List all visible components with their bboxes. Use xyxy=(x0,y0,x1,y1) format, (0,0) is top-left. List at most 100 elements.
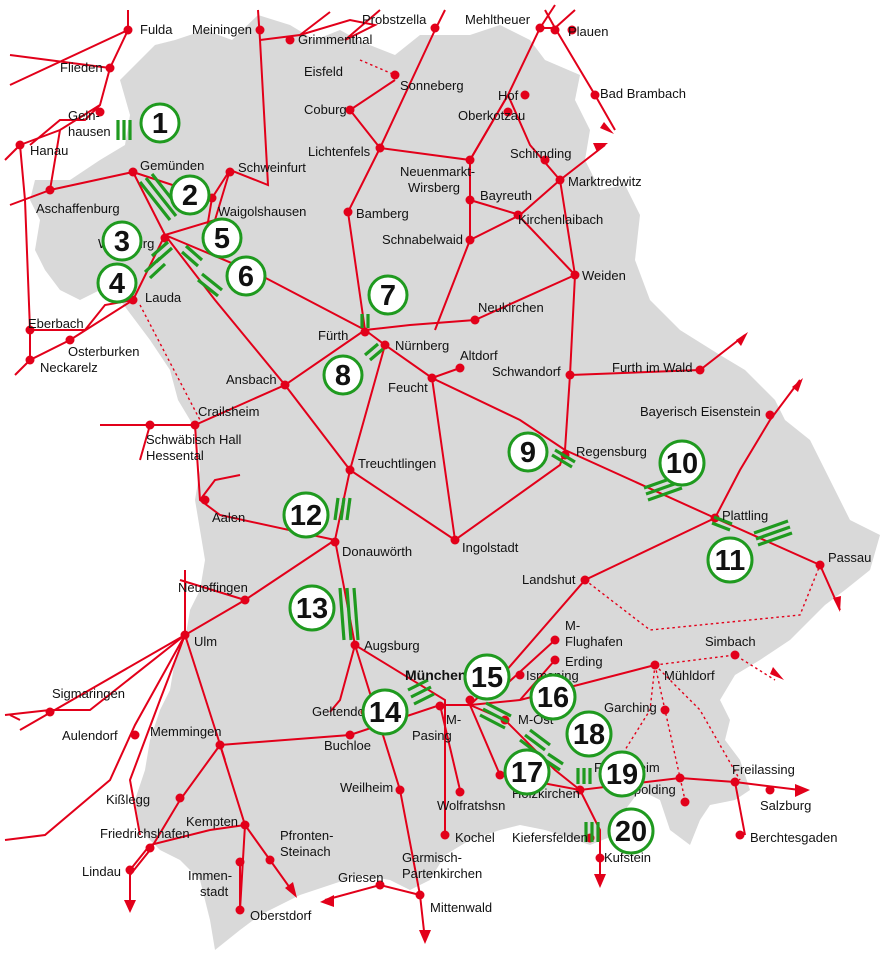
site-marker-1[interactable]: 1 xyxy=(139,102,181,144)
svg-text:4: 4 xyxy=(109,268,125,300)
label-eisfeld: Eisfeld xyxy=(304,64,343,79)
label-kochel: Kochel xyxy=(455,830,495,845)
label-lauda: Lauda xyxy=(145,290,182,305)
label-aalen: Aalen xyxy=(212,510,245,525)
label-pfronten-1: Pfronten- xyxy=(280,828,333,843)
label-immenstadt-1: Immen- xyxy=(188,868,232,883)
svg-text:14: 14 xyxy=(369,697,401,729)
label-memmingen: Memmingen xyxy=(150,724,222,739)
label-m-flughafen-1: M- xyxy=(565,618,580,633)
label-schweinfurt: Schweinfurt xyxy=(238,160,306,175)
site-marker-15[interactable]: 15 xyxy=(463,653,511,701)
site-marker-4[interactable]: 4 xyxy=(96,262,138,304)
label-gelnhausen-1: Geln- xyxy=(68,108,100,123)
site-marker-8[interactable]: 8 xyxy=(322,354,364,396)
label-sigmaringen: Sigmaringen xyxy=(52,686,125,701)
site-marker-17[interactable]: 17 xyxy=(503,748,551,796)
label-kisslegg: Kißlegg xyxy=(106,792,150,807)
label-furth-im-wald: Furth im Wald xyxy=(612,360,692,375)
label-bayerisch-eisenstein: Bayerisch Eisenstein xyxy=(640,404,761,419)
label-lindau: Lindau xyxy=(82,864,121,879)
label-kiefersfelden: Kiefersfelden xyxy=(512,830,588,845)
label-bad-brambach: Bad Brambach xyxy=(600,86,686,101)
label-marktredwitz: Marktredwitz xyxy=(568,174,642,189)
label-waigolshausen: Waigolshausen xyxy=(218,204,306,219)
label-feucht: Feucht xyxy=(388,380,428,395)
svg-text:15: 15 xyxy=(471,662,503,694)
label-kempten: Kempten xyxy=(186,814,238,829)
label-landshut: Landshut xyxy=(522,572,576,587)
svg-text:8: 8 xyxy=(335,360,351,392)
red-arrow-icon xyxy=(320,895,334,907)
label-hessental: Hessental xyxy=(146,448,204,463)
label-garching: Garching xyxy=(604,700,657,715)
label-fulda: Fulda xyxy=(140,22,173,37)
label-meiningen: Meiningen xyxy=(192,22,252,37)
red-arrow-icon xyxy=(285,882,297,898)
label-friedrichshafen: Friedrichshafen xyxy=(100,826,190,841)
svg-text:19: 19 xyxy=(606,759,638,791)
site-marker-5[interactable]: 5 xyxy=(201,217,243,259)
label-buchloe: Buchloe xyxy=(324,738,371,753)
site-marker-9[interactable]: 9 xyxy=(507,431,549,473)
label-grimmenthal: Grimmenthal xyxy=(298,32,373,47)
site-marker-14[interactable]: 14 xyxy=(361,688,409,736)
label-kirchenlaibach: Kirchenlaibach xyxy=(518,212,603,227)
label-immenstadt-2: stadt xyxy=(200,884,229,899)
label-bamberg: Bamberg xyxy=(356,206,409,221)
label-schwandorf: Schwandorf xyxy=(492,364,561,379)
label-erding: Erding xyxy=(565,654,603,669)
site-marker-16[interactable]: 16 xyxy=(529,673,577,721)
label-regensburg: Regensburg xyxy=(576,444,647,459)
site-marker-6[interactable]: 6 xyxy=(225,255,267,297)
svg-text:11: 11 xyxy=(715,545,746,577)
label-wolfratshausen: Wolfratshsn xyxy=(437,798,505,813)
label-lichtenfels: Lichtenfels xyxy=(308,144,371,159)
site-marker-10[interactable]: 10 xyxy=(658,439,706,487)
label-crailsheim: Crailsheim xyxy=(198,404,259,419)
stations xyxy=(15,23,825,915)
label-muehldorf: Mühldorf xyxy=(664,668,715,683)
red-arrow-icon xyxy=(594,874,606,888)
label-muenchen: München xyxy=(405,667,466,683)
red-arrow-icon xyxy=(124,900,136,913)
label-salzburg: Salzburg xyxy=(760,798,811,813)
label-kufstein: Kufstein xyxy=(604,850,651,865)
label-osterburken: Osterburken xyxy=(68,344,140,359)
site-marker-20[interactable]: 20 xyxy=(607,807,655,855)
label-flieden: Flieden xyxy=(60,60,103,75)
label-garmisch-1: Garmisch- xyxy=(402,850,462,865)
label-gelnhausen-2: hausen xyxy=(68,124,111,139)
red-arrow-icon xyxy=(600,122,614,134)
label-weilheim: Weilheim xyxy=(340,780,393,795)
site-marker-13[interactable]: 13 xyxy=(288,584,336,632)
label-plattling: Plattling xyxy=(722,508,768,523)
label-neuenmarkt-2: Wirsberg xyxy=(408,180,460,195)
label-weiden: Weiden xyxy=(582,268,626,283)
label-berchtesgaden: Berchtesgaden xyxy=(750,830,837,845)
svg-text:1: 1 xyxy=(152,108,168,140)
label-neuenmarkt-1: Neuenmarkt- xyxy=(400,164,475,179)
label-donauwoerth: Donauwörth xyxy=(342,544,412,559)
site-marker-2[interactable]: 2 xyxy=(169,174,211,216)
site-marker-11[interactable]: 11 xyxy=(706,536,754,584)
label-ansbach: Ansbach xyxy=(226,372,277,387)
site-marker-19[interactable]: 19 xyxy=(598,750,646,798)
region-bavaria xyxy=(30,15,880,950)
svg-text:17: 17 xyxy=(511,757,543,789)
red-arrow-icon xyxy=(795,784,810,797)
site-markers xyxy=(116,120,793,842)
label-oberstdorf: Oberstdorf xyxy=(250,908,312,923)
label-augsburg: Augsburg xyxy=(364,638,420,653)
site-marker-18[interactable]: 18 xyxy=(565,710,613,758)
label-oberkotzau: Oberkotzau xyxy=(458,108,525,123)
svg-text:18: 18 xyxy=(573,719,605,751)
site-marker-3[interactable]: 3 xyxy=(101,220,143,262)
label-gemuenden: Gemünden xyxy=(140,158,204,173)
label-mittenwald: Mittenwald xyxy=(430,900,492,915)
label-pfronten-2: Steinach xyxy=(280,844,331,859)
site-marker-7[interactable]: 7 xyxy=(367,274,409,316)
site-marker-12[interactable]: 12 xyxy=(282,491,330,539)
label-ingolstadt: Ingolstadt xyxy=(462,540,519,555)
